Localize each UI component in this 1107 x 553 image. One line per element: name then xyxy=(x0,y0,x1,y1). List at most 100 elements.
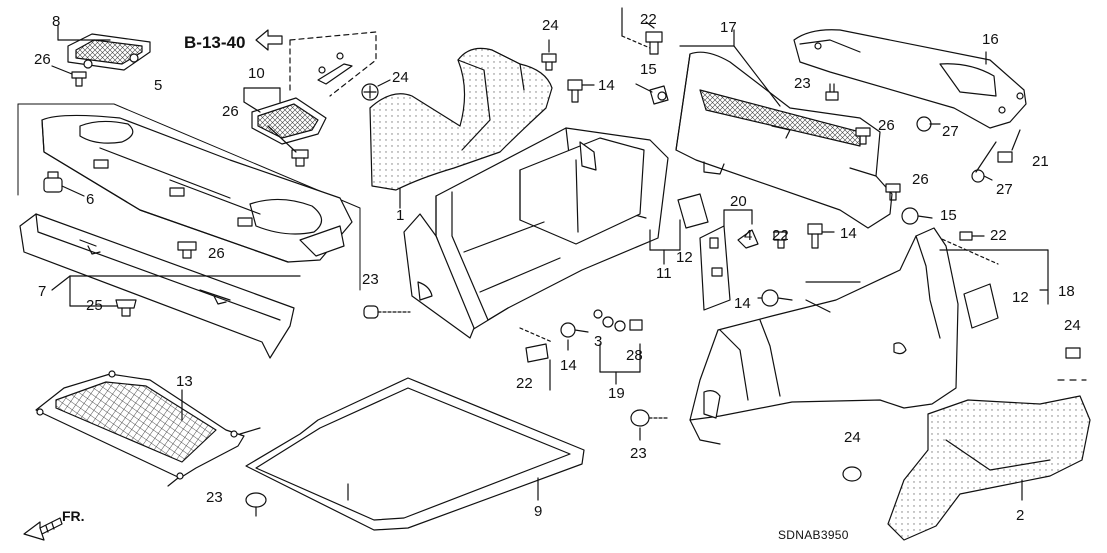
clip-24-b xyxy=(541,53,557,71)
inset-box xyxy=(289,31,377,97)
callout-26: 26 xyxy=(34,51,51,68)
callout-28: 28 xyxy=(626,347,643,364)
part-4 xyxy=(737,229,759,249)
part-2-front-lining xyxy=(887,395,1091,541)
callout-12: 12 xyxy=(676,249,693,266)
screw-22-b xyxy=(959,231,985,241)
part-13-cargo-net xyxy=(35,370,261,487)
front-arrow xyxy=(23,517,63,541)
callout-22: 22 xyxy=(640,11,657,28)
callout-13: 13 xyxy=(176,373,193,390)
reference-arrow xyxy=(255,29,283,51)
screw-22-a xyxy=(645,31,663,55)
fastener-15-a xyxy=(649,85,669,105)
callout-15: 15 xyxy=(640,61,657,78)
clip-24-c xyxy=(1065,347,1081,359)
callout-23: 23 xyxy=(362,271,379,288)
part-10-grille xyxy=(251,97,327,145)
clip-26-d xyxy=(855,127,871,145)
clip-27-b xyxy=(971,169,993,183)
callout-14: 14 xyxy=(560,357,577,374)
fastener-14-a xyxy=(567,79,583,103)
part-5-rear-shelf xyxy=(41,114,353,263)
callout-19: 19 xyxy=(608,385,625,402)
callout-24: 24 xyxy=(1064,317,1081,334)
callout-24: 24 xyxy=(844,429,861,446)
clip-23-c xyxy=(363,305,411,319)
part-1-side-lining xyxy=(369,47,553,191)
part-18-side-lining xyxy=(689,227,959,445)
callout-26: 26 xyxy=(208,245,225,262)
clip-23-a xyxy=(825,83,839,101)
callout-22: 22 xyxy=(990,227,1007,244)
callout-11: 11 xyxy=(656,265,672,282)
callout-21: 21 xyxy=(1032,153,1049,170)
callout-27: 27 xyxy=(996,181,1013,198)
clip-21 xyxy=(997,151,1013,163)
callout-3: 3 xyxy=(594,333,603,350)
fastener-14-d xyxy=(560,322,589,338)
callout-27: 27 xyxy=(942,123,959,140)
callout-7: 7 xyxy=(38,283,47,300)
callout-5: 5 xyxy=(154,77,163,94)
callout-23: 23 xyxy=(794,75,811,92)
part-17-rear-lining xyxy=(675,51,893,229)
callout-10: 10 xyxy=(248,65,265,82)
callout-23: 23 xyxy=(630,445,647,462)
clip-24-a xyxy=(361,83,379,101)
part-12-cap-a xyxy=(677,193,709,229)
fastener-14-b xyxy=(807,223,823,249)
screw-22-c xyxy=(773,231,787,249)
callout-14: 14 xyxy=(598,77,615,94)
part-11-trunk-lining xyxy=(435,127,669,331)
callout-23: 23 xyxy=(206,489,223,506)
callout-26: 26 xyxy=(878,117,895,134)
clip-24-d xyxy=(842,466,862,482)
callout-16: 16 xyxy=(982,31,999,48)
callout-1: 1 xyxy=(396,207,405,224)
callout-8: 8 xyxy=(52,13,61,30)
callout-14: 14 xyxy=(734,295,751,312)
part-16-rear-cover xyxy=(793,29,1027,129)
callout-18: 18 xyxy=(1058,283,1075,300)
callout-24: 24 xyxy=(542,17,559,34)
fastener-14-c xyxy=(761,289,793,307)
front-indicator-label: FR. xyxy=(62,508,85,524)
callout-17: 17 xyxy=(720,19,737,36)
diagram-code: SDNAB3950 xyxy=(778,528,849,542)
callout-4: 4 xyxy=(744,227,753,244)
fastener-cluster-19 xyxy=(593,309,643,332)
part-6-clip xyxy=(43,171,63,193)
clip-27-a xyxy=(916,116,941,132)
callout-15: 15 xyxy=(940,207,957,224)
callout-2: 2 xyxy=(1016,507,1025,524)
callout-14: 14 xyxy=(840,225,857,242)
clip-26-a xyxy=(71,71,87,87)
part-20-bracket xyxy=(699,225,731,311)
callout-20: 20 xyxy=(730,193,747,210)
clip-23-b xyxy=(630,409,669,427)
clip-23-d xyxy=(245,492,267,517)
callout-26: 26 xyxy=(912,171,929,188)
callout-26: 26 xyxy=(222,103,239,120)
reference-link[interactable]: B-13-40 xyxy=(184,33,246,52)
clip-25 xyxy=(115,299,137,317)
part-8-grille xyxy=(67,33,151,71)
callout-22: 22 xyxy=(516,375,533,392)
callout-25: 25 xyxy=(86,297,103,314)
part-7-garnish xyxy=(19,213,295,359)
clip-26-e xyxy=(885,183,901,201)
callout-9: 9 xyxy=(534,503,543,520)
clip-26-b xyxy=(177,241,197,259)
part-12-cap-b xyxy=(963,283,999,329)
clip-26-c xyxy=(291,149,309,167)
callout-12: 12 xyxy=(1012,289,1029,306)
fastener-15-b xyxy=(901,207,933,225)
callout-6: 6 xyxy=(86,191,95,208)
part-9-floor-mat xyxy=(245,377,585,531)
callout-22: 22 xyxy=(772,227,789,244)
callout-24: 24 xyxy=(392,69,409,86)
screw-22-d xyxy=(525,343,549,363)
